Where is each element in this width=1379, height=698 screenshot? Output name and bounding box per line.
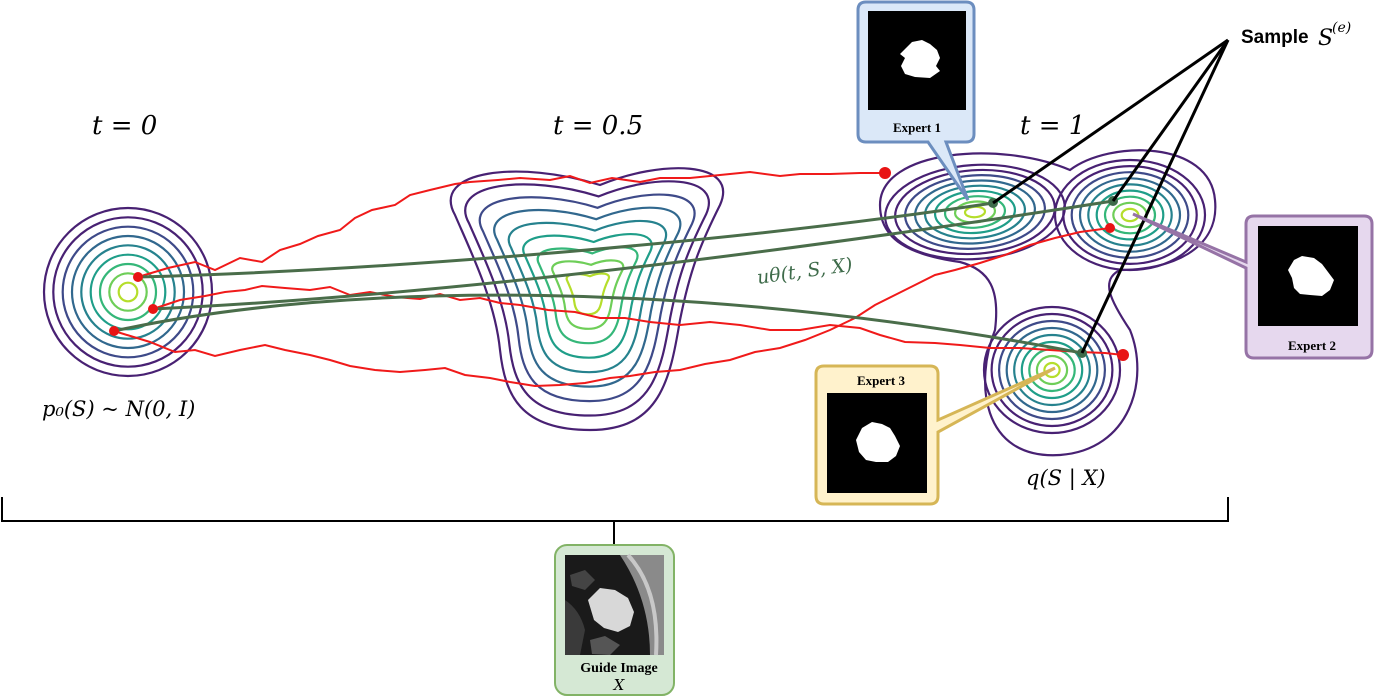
flow-path-3 — [113, 293, 1083, 355]
guide-image-symbol: X — [613, 676, 626, 694]
noisy-end-point — [1117, 349, 1129, 361]
contour-line — [449, 167, 724, 432]
expert-3-label: Expert 3 — [857, 373, 906, 388]
time-label-0: t = 0 — [92, 111, 157, 141]
noisy-paths — [113, 170, 1124, 388]
contour-line — [565, 272, 611, 316]
contour-line — [522, 233, 653, 359]
expert-2-callout: Expert 2 — [1132, 212, 1374, 360]
guide-image-title: Guide Image — [580, 661, 657, 676]
intermediate-distribution-contours — [449, 167, 724, 432]
contour-line — [1103, 195, 1157, 235]
contour-line — [1013, 333, 1091, 407]
noisy-path-mid — [152, 284, 1124, 356]
sample-label-word: Sample — [1241, 27, 1309, 48]
sample-connector-lines — [992, 38, 1230, 354]
contour-line — [1070, 171, 1190, 259]
contour-line — [42, 206, 214, 378]
expert-3-mask-shape — [856, 422, 900, 462]
time-label-1: t = 1 — [1020, 111, 1085, 141]
contour-line — [61, 225, 195, 359]
contour-line — [1062, 165, 1198, 266]
contour-line — [80, 244, 176, 340]
expert-2-mask-shape — [1288, 256, 1334, 296]
contour-line — [1020, 340, 1084, 400]
contour-line — [478, 193, 696, 403]
contour-line — [1043, 361, 1061, 379]
contour-line — [933, 189, 1017, 235]
red-sample-points — [109, 167, 1129, 361]
noisy-path-low — [113, 227, 1111, 388]
prior-sample-point — [148, 304, 158, 314]
contour-line — [464, 180, 710, 417]
guide-image-box: Guide Image X — [554, 544, 675, 696]
contour-line — [1095, 189, 1165, 241]
contour-line — [990, 312, 1114, 428]
expert-2-label: Expert 2 — [1288, 338, 1336, 353]
noisy-end-point — [879, 167, 891, 179]
contour-line — [982, 305, 1122, 435]
noisy-end-point — [1105, 223, 1115, 233]
time-span-bracket — [1, 497, 1229, 545]
velocity-field-label: uθ(t, S, X) — [756, 254, 854, 289]
prior-distribution-label: p₀(S) ~ N(0, I) — [42, 397, 195, 421]
prior-gaussian-contours — [42, 206, 214, 378]
prior-sample-point — [133, 272, 143, 282]
contour-line — [52, 216, 204, 368]
flow-path-1 — [137, 201, 994, 279]
contour-line — [1053, 158, 1207, 272]
contour-line — [117, 281, 139, 303]
sample-label-symbol: S — [1318, 26, 1333, 51]
sample-label-superscript: (e) — [1332, 20, 1351, 36]
contour-line — [923, 184, 1027, 240]
contour-line — [943, 195, 1007, 229]
contour-line — [1035, 354, 1069, 386]
contour-line — [493, 206, 682, 388]
expert-3-callout: Expert 3 — [814, 364, 1056, 506]
expert-1-label: Expert 1 — [893, 120, 941, 135]
contour-line — [108, 272, 148, 312]
contour-line — [98, 262, 158, 322]
prior-sample-point — [109, 326, 119, 336]
contour-line — [551, 259, 625, 330]
contour-line — [1028, 347, 1076, 393]
contour-line — [1078, 177, 1182, 253]
expert-1-callout: Expert 1 — [856, 0, 976, 201]
expert-1-mask-shape — [900, 40, 940, 78]
contour-line — [70, 234, 186, 350]
contour-line — [878, 149, 1217, 457]
noisy-path-top — [137, 170, 885, 278]
contour-line — [507, 219, 668, 374]
contour-line — [914, 179, 1036, 245]
contour-line — [536, 246, 639, 345]
flow-paths — [113, 199, 1114, 355]
target-distribution-label: q(S | X) — [1026, 466, 1106, 491]
guide-ct-image — [565, 553, 664, 656]
contour-line — [89, 253, 167, 331]
contour-line — [1087, 183, 1173, 247]
contour-line — [1005, 326, 1099, 414]
time-label-05: t = 0.5 — [553, 111, 643, 141]
flow-path-2 — [152, 199, 1114, 311]
contour-line — [997, 319, 1106, 421]
